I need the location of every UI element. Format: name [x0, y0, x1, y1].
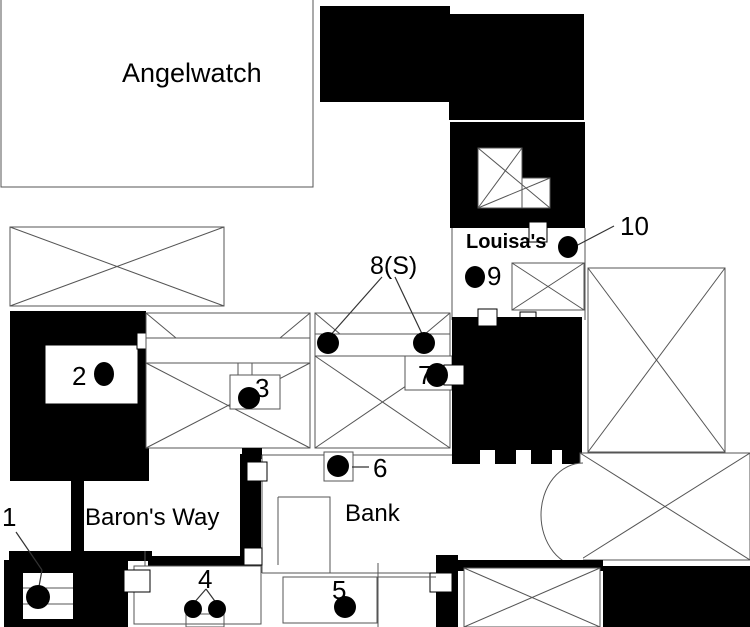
central-west-south-door — [242, 448, 262, 459]
bank-area: Bank — [261, 451, 452, 574]
angelwatch-room: Angelwatch — [0, 0, 314, 188]
east-block-solid — [452, 317, 582, 450]
marker-dot-8b[interactable] — [413, 332, 435, 354]
marker-label-1: 1 — [2, 502, 16, 532]
block-two — [10, 311, 154, 415]
marker-label-4: 4 — [198, 564, 212, 594]
marker-dot-2[interactable] — [94, 362, 114, 386]
marker-dots — [26, 236, 578, 618]
leader-10 — [571, 225, 615, 249]
marker-label-2: 2 — [72, 361, 86, 391]
east-block-massing — [443, 308, 582, 464]
block-two-south-solid — [10, 415, 149, 481]
street-wall-center — [148, 556, 258, 566]
marker-label-5: 5 — [332, 575, 346, 605]
louisas-courtyard — [477, 147, 551, 209]
marker-dot-3[interactable] — [238, 387, 260, 409]
block-one-north-wall — [9, 551, 124, 560]
bottom-centre-outlines — [144, 551, 436, 627]
south-east-door — [429, 572, 453, 593]
block-two-south — [10, 415, 149, 556]
east-block-north-door — [477, 308, 498, 327]
bank-west-wall-door-south — [243, 547, 263, 566]
leader-8s-left — [327, 276, 383, 339]
street-wall-west — [84, 551, 152, 561]
marker-dot-4b[interactable] — [208, 600, 226, 618]
leader-1 — [15, 531, 43, 571]
room-four-stall — [185, 613, 225, 627]
leader-8s-right — [394, 276, 425, 339]
room-four-door — [123, 569, 151, 593]
louisas-block: Louisa's — [450, 122, 586, 320]
south-east-block — [429, 555, 750, 627]
marker-label-3: 3 — [255, 373, 269, 403]
marker-dot-4a[interactable] — [184, 600, 202, 618]
louisas-door — [528, 221, 548, 243]
marker-dot-9[interactable] — [465, 266, 485, 288]
north-block-massing — [320, 6, 584, 120]
louisas-rear-room — [511, 262, 585, 327]
east-warehouse-north — [587, 267, 726, 453]
louisas-frontage — [451, 228, 586, 320]
bank-label: Bank — [345, 500, 401, 527]
marker-label-6: 6 — [373, 453, 387, 483]
marker-dot-1[interactable] — [26, 585, 50, 609]
north-block-east — [449, 14, 584, 120]
room-two-interior — [45, 345, 138, 404]
room-five-outline — [282, 576, 378, 624]
marker-dot-6[interactable] — [327, 455, 349, 477]
bank-inner-partition — [278, 496, 331, 573]
marker-dot-10[interactable] — [558, 236, 578, 258]
room-two-outline — [44, 344, 139, 405]
marker-label-8s: 8(S) — [370, 252, 417, 280]
marker-label-7: 7 — [418, 360, 432, 390]
alley-spur-vertical — [71, 481, 84, 556]
louisas-label: Louisa's — [466, 231, 546, 253]
central-building-west — [145, 312, 311, 459]
marker-dot-8a[interactable] — [317, 332, 339, 354]
east-warehouse-south — [579, 452, 750, 561]
northwest-warehouse — [9, 226, 225, 307]
south-east-north-wall — [458, 560, 603, 571]
marker-dot-5[interactable] — [334, 596, 356, 618]
barons-way-label: Baron's Way — [85, 504, 219, 531]
marker-dot-7[interactable] — [426, 363, 448, 387]
south-east-solid — [603, 566, 750, 627]
north-block-west — [320, 6, 450, 102]
marker-label-10: 10 — [620, 211, 649, 241]
angelwatch-label: Angelwatch — [122, 58, 262, 88]
bank-west-wall-door-north — [246, 461, 268, 482]
marker-label-9: 9 — [487, 261, 501, 291]
block-one — [4, 551, 128, 627]
room-five — [282, 576, 378, 624]
marker-labels: 1 2 3 4 5 6 7 9 10 8(S) — [2, 211, 649, 605]
bank-west-wall — [240, 454, 268, 566]
